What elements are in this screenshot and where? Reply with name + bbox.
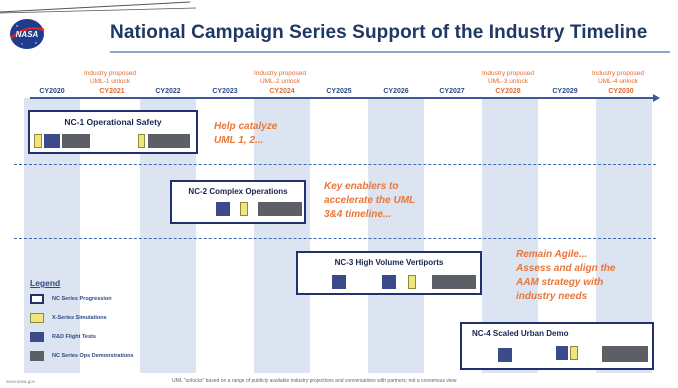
flight-test-block [556, 346, 568, 360]
nc1-box: NC-1 Operational Safety [28, 110, 198, 154]
legend-label: NC Series Progression [52, 296, 112, 302]
x-series-block [408, 275, 416, 289]
legend-item-ops-demos: NC Series Ops Demonstrations [30, 351, 170, 363]
nc2-box: NC-2 Complex Operations [170, 180, 306, 224]
legend-label: X-Series Simulations [52, 315, 107, 321]
nc3-label: NC-3 High Volume Vertiports [334, 258, 444, 267]
nc4-label: NC-4 Scaled Urban Demo [472, 329, 569, 338]
industry-marker-uml3: Industry proposed UML-3 unlock [482, 70, 534, 86]
note-line: UML 1, 2... [214, 135, 264, 146]
note-line: Help catalyze [214, 121, 278, 132]
x-series-block [138, 134, 145, 148]
industry-marker-line1: Industry proposed [83, 70, 137, 77]
note-line: Assess and align the [516, 263, 616, 274]
nc3-box: NC-3 High Volume Vertiports [296, 251, 482, 295]
legend-swatch-gray [30, 351, 44, 361]
year-label: CY2023 [212, 88, 238, 95]
legend-item-flight-tests: R&D Flight Tests [30, 332, 170, 344]
ops-demo-block [258, 202, 302, 216]
year-label: CY2026 [383, 88, 409, 95]
flight-test-block [382, 275, 396, 289]
note-line: industry needs [516, 291, 588, 302]
legend-item-progression: NC Series Progression [30, 294, 170, 306]
x-series-block [570, 346, 578, 360]
nc2-note: Key enablers to accelerate the UML 3&4 t… [324, 180, 415, 222]
year-label: CY2030 [608, 88, 634, 95]
note-line: Remain Agile... [516, 249, 588, 260]
year-label: CY2025 [326, 88, 352, 95]
flight-test-block [332, 275, 346, 289]
industry-marker-line2: UML-1 unlock [89, 78, 131, 85]
section-divider [14, 238, 656, 239]
ops-demo-block [432, 275, 476, 289]
legend-label: R&D Flight Tests [52, 334, 96, 340]
corner-accent-lines [0, 1, 197, 14]
year-label: CY2022 [155, 88, 181, 95]
industry-marker-uml4: Industry proposed UML-4 unlock [592, 70, 644, 86]
industry-marker-uml2: Industry proposed UML-2 unlock [254, 70, 306, 86]
ops-demo-block [62, 134, 90, 148]
header: NASA National Campaign Series Support of… [0, 0, 678, 60]
ops-demo-block [602, 346, 648, 362]
x-series-block [240, 202, 248, 216]
year-column-shade [254, 98, 310, 373]
nasa-logo-text: NASA [16, 30, 39, 39]
industry-marker-uml1: Industry proposed UML-1 unlock [84, 70, 136, 86]
title-underline [110, 51, 670, 53]
legend-title: Legend [30, 278, 61, 288]
flight-test-block [44, 134, 60, 148]
legend-swatch-blue [30, 332, 44, 342]
legend: Legend NC Series Progression X-Series Si… [30, 278, 170, 370]
nasa-logo: NASA [8, 18, 46, 50]
industry-marker-line2: UML-4 unlock [597, 78, 639, 85]
ops-demo-block [148, 134, 190, 148]
section-divider [14, 164, 656, 165]
year-label: CY2020 [39, 88, 65, 95]
nc1-note: Help catalyze UML 1, 2... [214, 120, 277, 148]
year-label: CY2027 [439, 88, 465, 95]
legend-label: NC Series Ops Demonstrations [52, 353, 134, 359]
page-title: National Campaign Series Support of the … [110, 22, 648, 43]
footer-note: UML "unlocks" based on a range of public… [172, 378, 458, 384]
industry-marker-line1: Industry proposed [591, 70, 645, 77]
note-line: accelerate the UML [324, 195, 416, 206]
note-line: Key enablers to [324, 181, 399, 192]
note-line: 3&4 timeline... [324, 209, 392, 220]
year-label: CY2024 [269, 88, 295, 95]
year-label: CY2029 [552, 88, 578, 95]
legend-item-simulations: X-Series Simulations [30, 313, 170, 325]
year-label: CY2021 [99, 88, 125, 95]
flight-test-block [498, 348, 512, 362]
year-label: CY2028 [495, 88, 521, 95]
legend-swatch-yellow [30, 313, 44, 323]
x-series-block [34, 134, 42, 148]
industry-marker-line1: Industry proposed [481, 70, 535, 77]
year-column-shade [368, 98, 424, 373]
nc4-box: NC-4 Scaled Urban Demo [460, 322, 654, 370]
legend-swatch-outline [30, 294, 44, 304]
nc1-label: NC-1 Operational Safety [64, 117, 162, 127]
footer-url: www.nasa.gov [6, 379, 36, 384]
note-line: AAM strategy with [516, 277, 604, 288]
industry-marker-line1: Industry proposed [253, 70, 307, 77]
nc2-label: NC-2 Complex Operations [188, 187, 288, 196]
industry-marker-line2: UML-2 unlock [259, 78, 301, 85]
industry-marker-line2: UML-3 unlock [487, 78, 529, 85]
flight-test-block [216, 202, 230, 216]
timeline-axis [30, 94, 660, 102]
nc3-note: Remain Agile... Assess and align the AAM… [516, 248, 615, 304]
